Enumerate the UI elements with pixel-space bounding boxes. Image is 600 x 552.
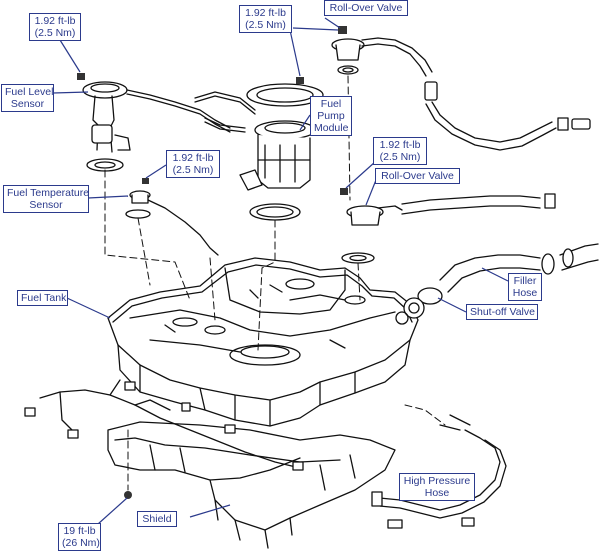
fuel-pump-module-label: Fuel Pump Module — [310, 96, 352, 136]
fuel-temperature-sensor-label: Fuel Temperature Sensor — [3, 185, 89, 213]
high-pressure-hose-part — [371, 414, 507, 529]
fuel-pump-module-label-line3: Module — [314, 122, 349, 134]
torque-label-temp: 1.92 ft-lb (2.5 Nm) — [166, 150, 220, 178]
fuel-tank — [107, 257, 419, 427]
high-pressure-hose-label: High Pressure Hose — [399, 473, 475, 501]
roll-over-valve-top-label: Roll-Over Valve — [324, 0, 408, 16]
fuel-temperature-sensor-label-line1: Fuel Temperature — [7, 187, 90, 199]
roll-over-valve-top-part — [331, 26, 591, 151]
torque-label-fuel-level-line1: 1.92 ft-lb — [34, 15, 76, 27]
filler-hose-part — [439, 243, 599, 293]
torque-label-pump: 1.92 ft-lb (2.5 Nm) — [239, 5, 292, 33]
torque-label-pump-line1: 1.92 ft-lb — [245, 7, 286, 19]
roll-over-valve-mid-label: Roll-Over Valve — [375, 168, 460, 184]
fuel-tank-label-text: Fuel Tank — [21, 292, 67, 304]
fuel-temperature-sensor-part — [125, 178, 219, 256]
shut-off-valve-label: Shut-off Valve — [466, 304, 538, 320]
fuel-level-sensor-label-line2: Sensor — [10, 98, 45, 110]
fuel-level-sensor-label: Fuel Level Sensor — [1, 84, 54, 112]
fuel-tank-label: Fuel Tank — [17, 290, 68, 306]
wire-harness — [24, 379, 304, 499]
torque-label-shield: 19 ft-lb (26 Nm) — [58, 523, 101, 551]
torque-label-temp-line1: 1.92 ft-lb — [172, 152, 214, 164]
roll-over-valve-top-label-text: Roll-Over Valve — [329, 2, 403, 14]
shield-label-text: Shield — [142, 513, 172, 525]
shield-label: Shield — [137, 511, 177, 527]
fuel-pump-module-label-line1: Fuel — [320, 98, 342, 110]
roll-over-valve-mid-label-text: Roll-Over Valve — [381, 170, 454, 182]
filler-hose-label: Filler Hose — [508, 273, 542, 301]
high-pressure-hose-label-line1: High Pressure — [403, 475, 471, 487]
torque-label-shield-line2: (26 Nm) — [62, 537, 100, 549]
shut-off-valve-label-text: Shut-off Valve — [470, 306, 535, 318]
fuel-temperature-sensor-label-line2: Sensor — [29, 199, 63, 211]
torque-label-rollover-line2: (2.5 Nm) — [379, 151, 421, 163]
fuel-pump-module-part — [194, 77, 324, 221]
torque-label-fuel-level-line2: (2.5 Nm) — [34, 27, 76, 39]
shield — [107, 421, 396, 549]
filler-hose-label-line2: Hose — [512, 287, 538, 299]
fuel-pump-module-label-line2: Pump — [317, 110, 345, 122]
torque-label-rollover: 1.92 ft-lb (2.5 Nm) — [373, 137, 427, 165]
fuel-level-sensor-part — [77, 73, 231, 172]
high-pressure-hose-label-line2: Hose — [424, 487, 450, 499]
torque-label-pump-line2: (2.5 Nm) — [245, 19, 286, 31]
fuel-level-sensor-label-line1: Fuel Level — [5, 86, 54, 98]
roll-over-valve-mid-part — [340, 188, 556, 264]
torque-label-shield-line1: 19 ft-lb — [63, 525, 96, 537]
filler-hose-label-line1: Filler — [513, 275, 537, 287]
torque-label-rollover-line1: 1.92 ft-lb — [379, 139, 421, 151]
assembly-dashed-lines — [104, 75, 446, 491]
torque-label-fuel-level: 1.92 ft-lb (2.5 Nm) — [29, 13, 81, 41]
shut-off-valve-part — [395, 287, 443, 325]
torque-label-temp-line2: (2.5 Nm) — [172, 164, 214, 176]
